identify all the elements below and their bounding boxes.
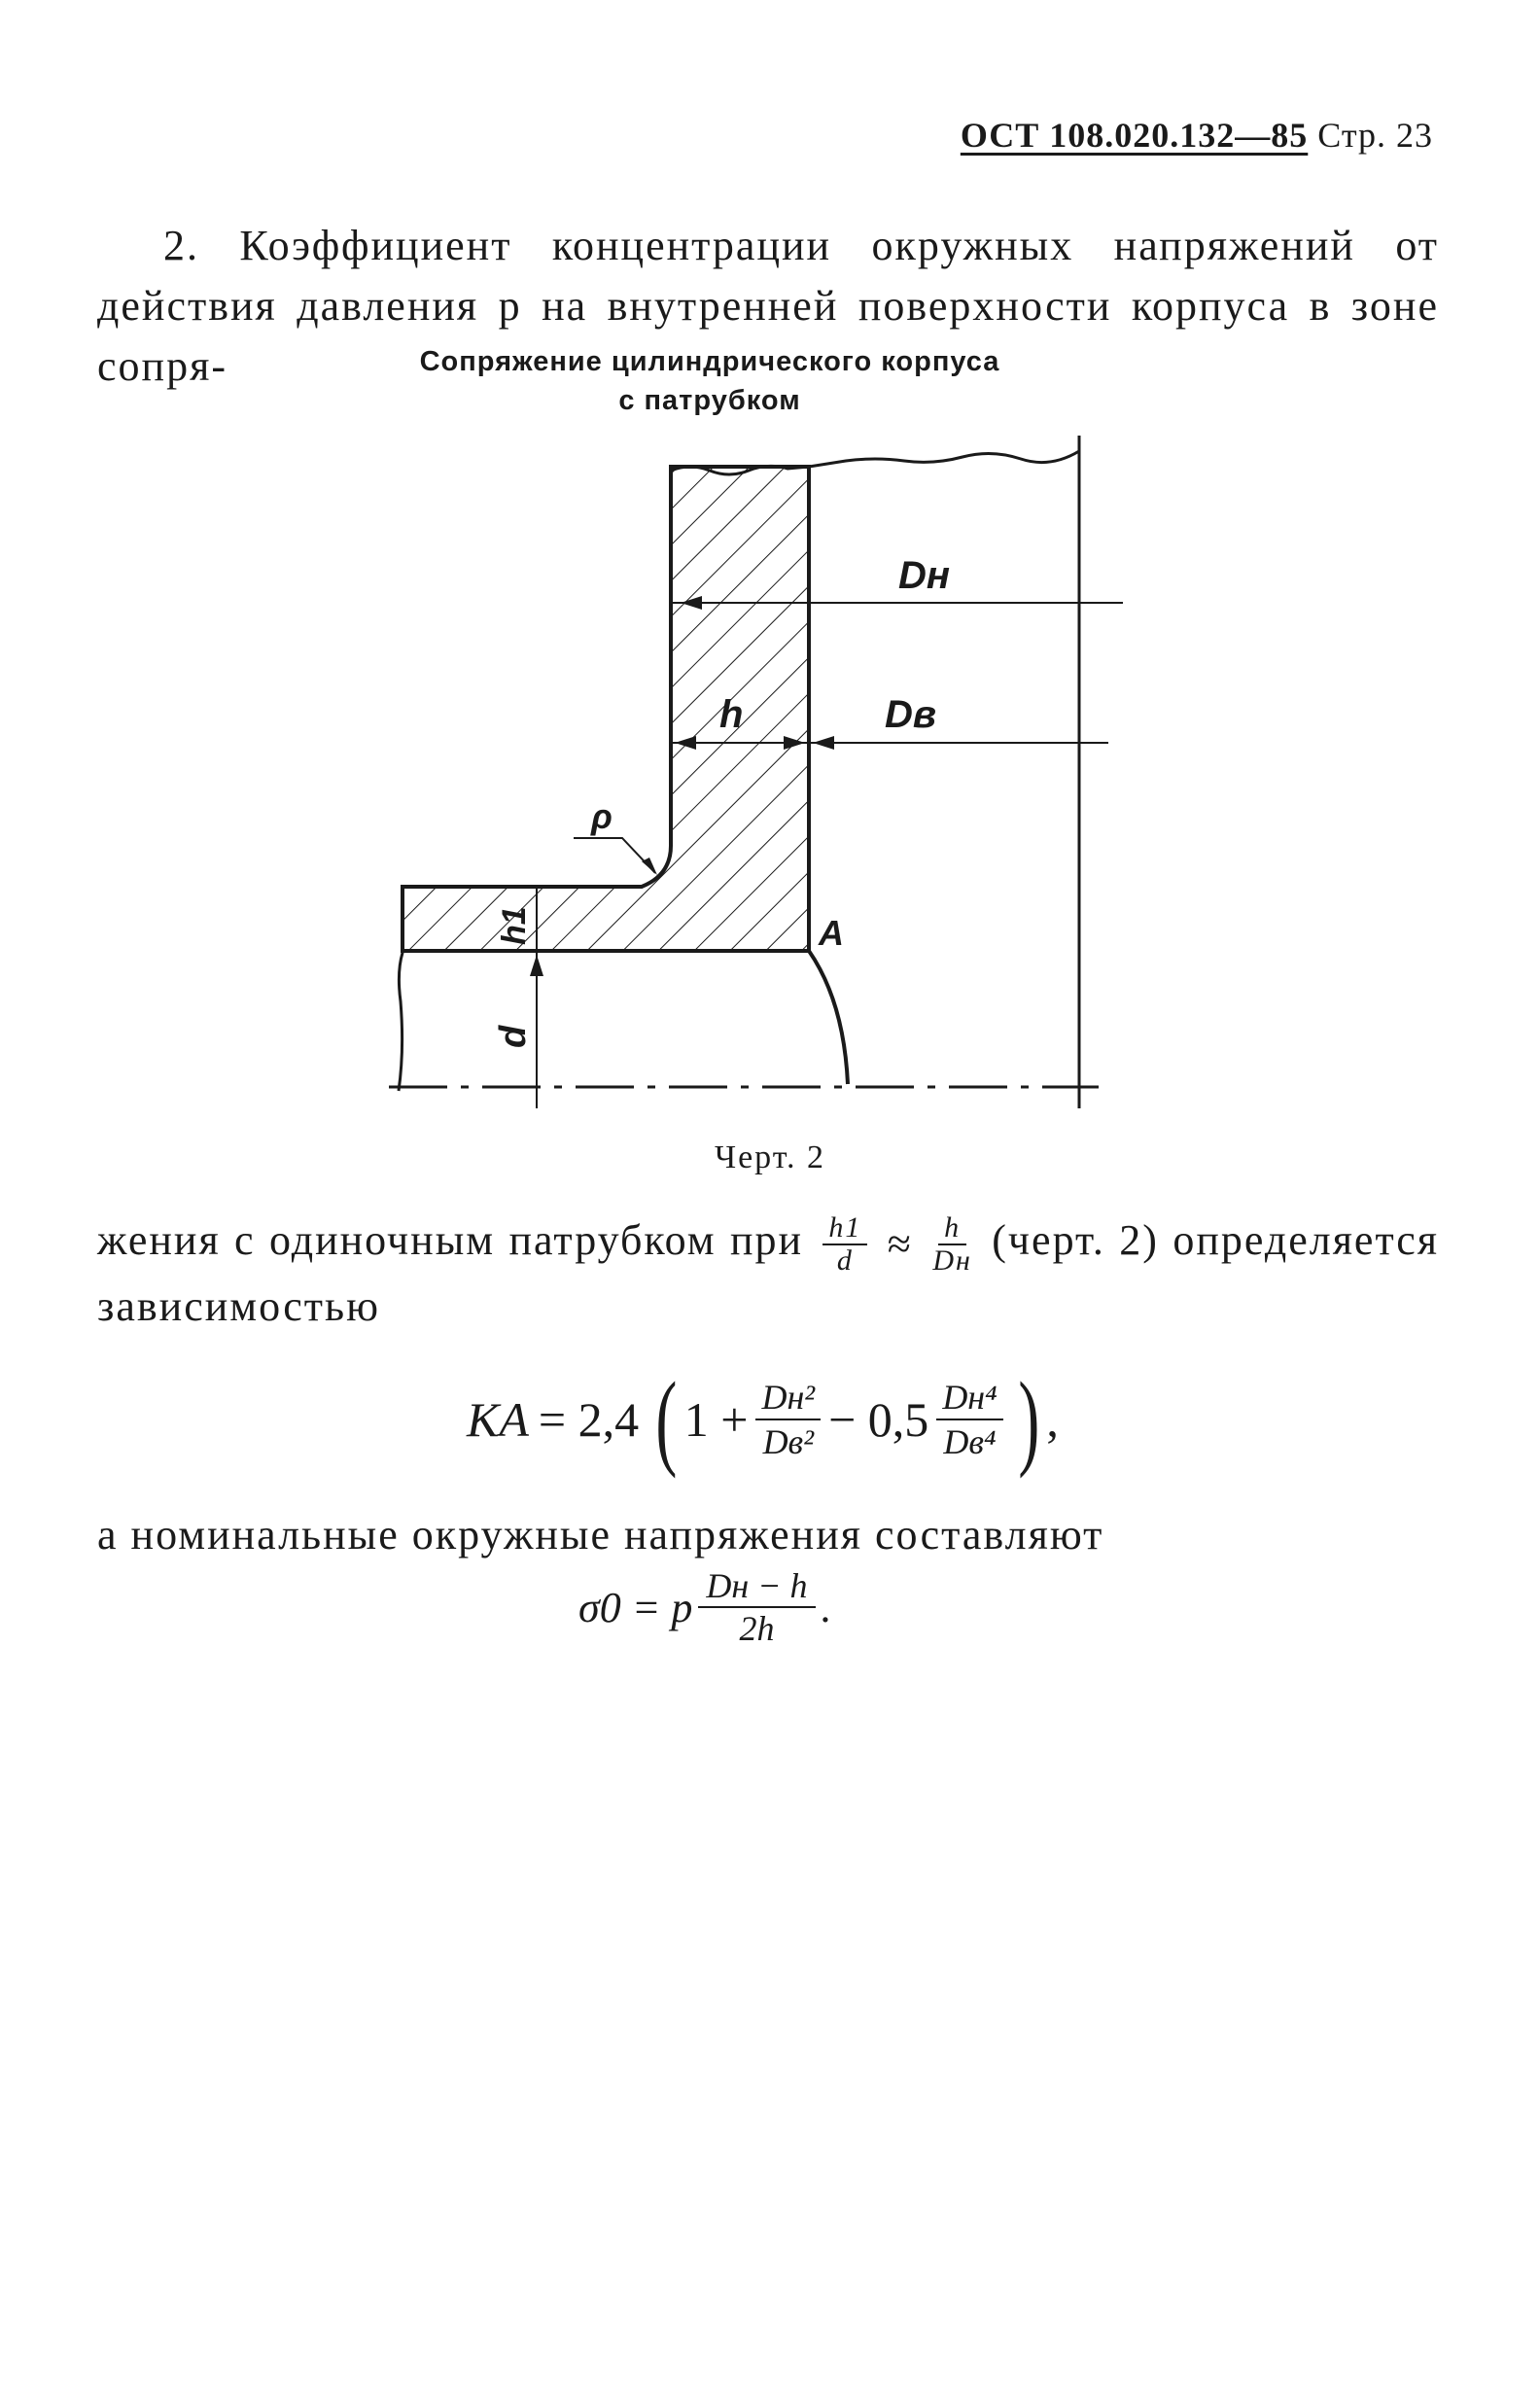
formula-sigma: σ0 = p Dн − h 2h . bbox=[578, 1565, 832, 1649]
label-d: d bbox=[493, 1025, 534, 1048]
nozzle-left-edge bbox=[397, 887, 404, 1092]
label-h: h bbox=[719, 693, 743, 736]
paragraph-2: жения с одиночным патрубком при h1 d ≈ h… bbox=[97, 1210, 1439, 1337]
label-dv: Dв bbox=[885, 693, 936, 736]
page-number: Стр. 23 bbox=[1317, 116, 1433, 155]
inner-surface-curve bbox=[807, 949, 850, 1085]
formula-sigma-lhs: σ0 = p bbox=[578, 1583, 693, 1631]
rho-leader bbox=[574, 837, 656, 874]
paragraph-1: 2. Коэффициент концентрации окружных нап… bbox=[97, 222, 1439, 390]
figure-title-line-2: с патрубком bbox=[618, 385, 801, 416]
paragraph-3: а номинальные окружные напряжения состав… bbox=[97, 1511, 1104, 1559]
label-h1: h1 bbox=[496, 906, 533, 945]
document-code: ОСТ 108.020.132—85 bbox=[960, 116, 1309, 155]
figure-title: Сопряжение цилиндрического корпуса с пат… bbox=[369, 342, 1050, 420]
label-dn: Dн bbox=[898, 554, 950, 597]
nozzle-drawing: Dн Dв h ρ h1 A d bbox=[389, 436, 1123, 1108]
wall-section bbox=[401, 465, 811, 953]
fraction-sigma: Dн − h 2h bbox=[698, 1565, 816, 1649]
figure-caption: Черт. 2 bbox=[714, 1139, 826, 1175]
label-rho: ρ bbox=[590, 796, 612, 836]
left-paren: ( bbox=[655, 1360, 678, 1479]
formula-ka-lhs: KA bbox=[467, 1392, 529, 1447]
ratio-h1-d: h1 d bbox=[822, 1211, 868, 1277]
top-break-line bbox=[670, 449, 1080, 476]
page-header: ОСТ 108.020.132—85 Стр. 23 bbox=[961, 115, 1433, 156]
fraction-dn2-dv2: Dн² Dв² bbox=[755, 1376, 822, 1463]
formula-ka-minus: − 0,5 bbox=[828, 1392, 929, 1447]
formula-ka-one-plus: 1 + bbox=[683, 1392, 749, 1447]
label-a: A bbox=[818, 913, 844, 953]
paragraph-2-part-2: (черт. 2) определяется зависимостью bbox=[97, 1216, 1439, 1330]
paragraph-2-part-1: жения с одиночным патрубком при bbox=[97, 1216, 804, 1264]
right-paren: ) bbox=[1018, 1360, 1039, 1479]
formula-sigma-tail: . bbox=[821, 1583, 832, 1631]
formula-ka-tail: , bbox=[1046, 1392, 1059, 1447]
ratio-h-dn: h Dн bbox=[932, 1210, 972, 1277]
figure-title-line-1: Сопряжение цилиндрического корпуса bbox=[419, 346, 1000, 377]
formula-ka-equals: = 2,4 bbox=[538, 1392, 640, 1447]
formula-ka: KA = 2,4 ( 1 + Dн² Dв² − 0,5 Dн⁴ Dв⁴ ) , bbox=[467, 1356, 1059, 1483]
approx-sign: ≈ bbox=[887, 1219, 913, 1268]
fraction-dn4-dv4: Dн⁴ Dв⁴ bbox=[936, 1376, 1003, 1463]
